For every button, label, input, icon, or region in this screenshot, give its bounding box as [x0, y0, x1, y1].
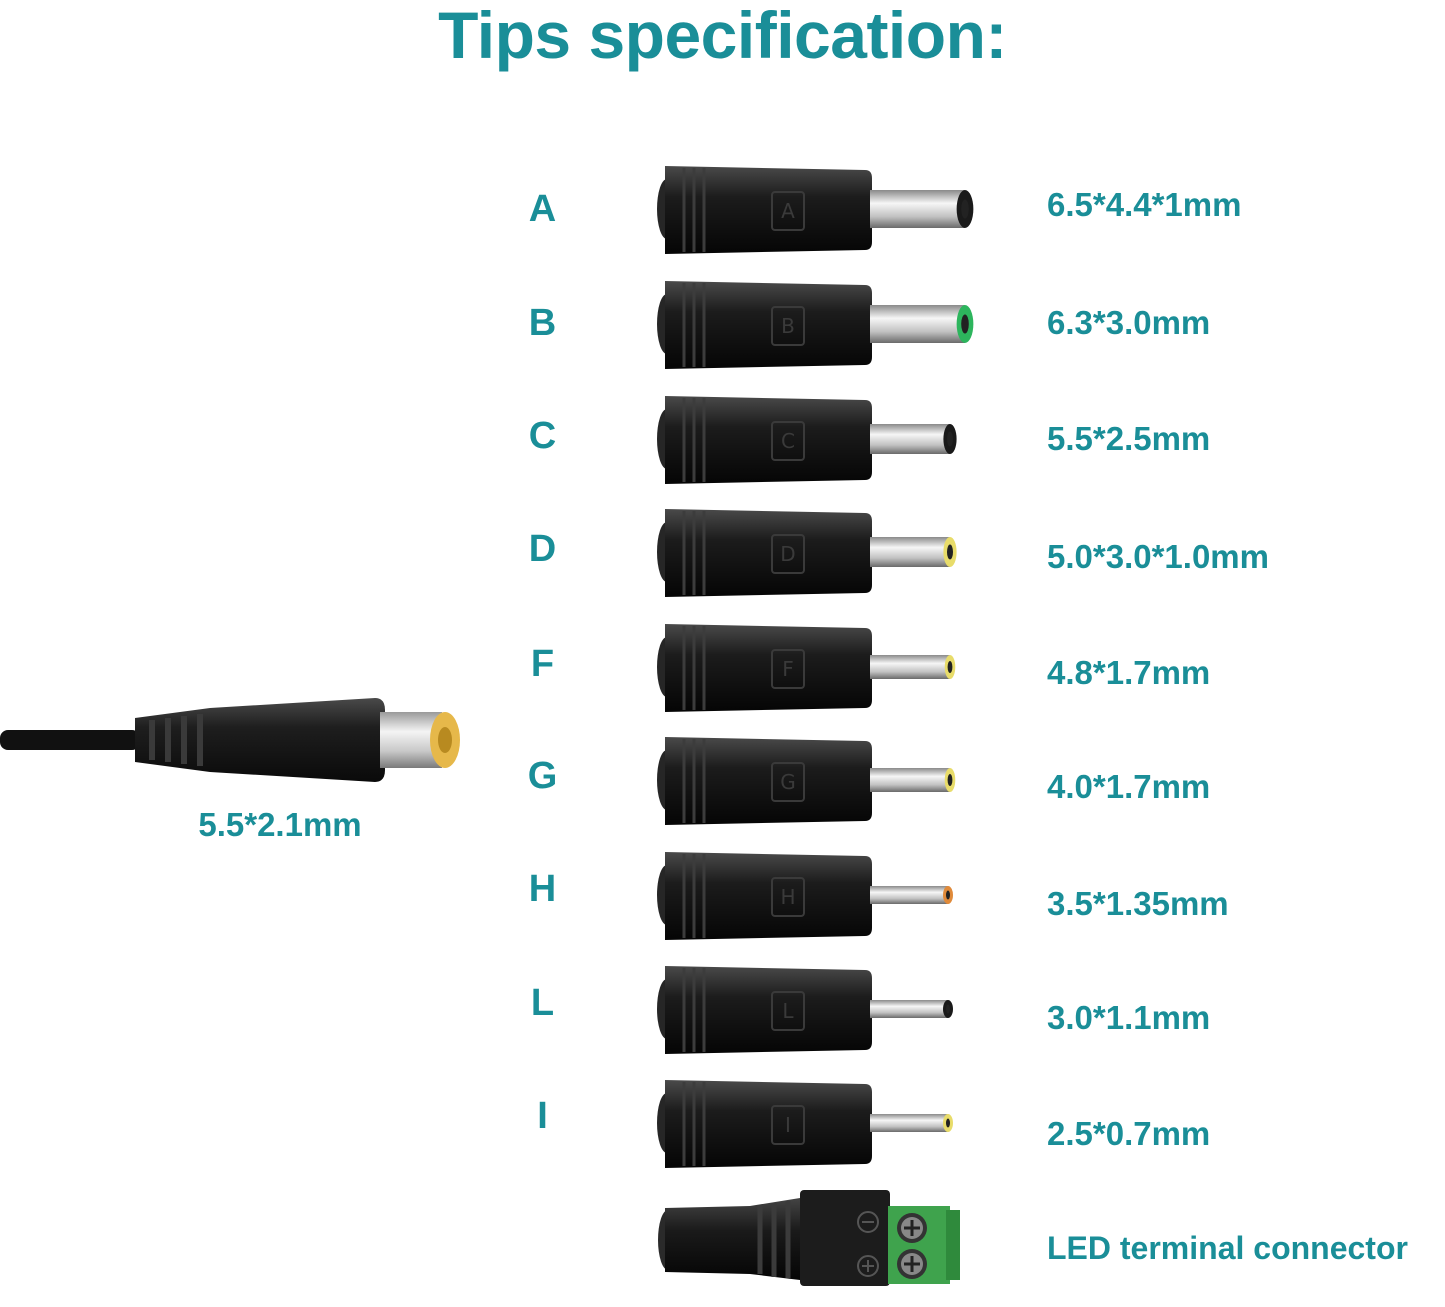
- svg-text:F: F: [782, 657, 794, 681]
- svg-text:L: L: [782, 999, 794, 1023]
- terminal-connector-label: LED terminal connector: [1047, 1230, 1408, 1266]
- tip-spec-label: 6.3*3.0mm: [1047, 304, 1211, 341]
- svg-text:B: B: [781, 314, 795, 338]
- tip-connector-image: H: [657, 852, 953, 940]
- tip-spec-label: 4.0*1.7mm: [1047, 768, 1211, 805]
- tip-connector-image: L: [657, 966, 953, 1054]
- tip-spec-label: 2.5*0.7mm: [1047, 1115, 1211, 1152]
- svg-text:D: D: [780, 542, 795, 566]
- tip-letter: B: [528, 302, 557, 344]
- tip-spec-label: 4.8*1.7mm: [1047, 654, 1211, 691]
- tip-connector-image: D: [657, 509, 957, 597]
- tip-spec-label: 6.5*4.4*1mm: [1047, 186, 1242, 223]
- tip-letter: C: [528, 415, 557, 457]
- tip-letter: H: [528, 868, 557, 910]
- tip-letter: A: [528, 188, 557, 230]
- tip-letter: F: [530, 643, 555, 685]
- tip-connector-image: G: [657, 737, 956, 825]
- tip-connector-image: C: [657, 396, 957, 484]
- tip-connector-image: F: [657, 624, 956, 712]
- tip-letter: D: [528, 528, 557, 570]
- page-title: Tips specification:: [438, 0, 1007, 72]
- main-plug-label: 5.5*2.1mm: [198, 806, 362, 843]
- tip-connector-image: A: [657, 166, 974, 254]
- main-plug-image: [0, 698, 460, 782]
- tip-spec-label: 3.0*1.1mm: [1047, 999, 1211, 1036]
- terminal-connector-image: [658, 1190, 960, 1286]
- tip-spec-label: 5.5*2.5mm: [1047, 420, 1211, 457]
- tip-connector-image: I: [657, 1080, 953, 1168]
- tip-connector-image: B: [657, 281, 974, 369]
- tip-letter: G: [527, 755, 558, 797]
- tip-spec-label: 5.0*3.0*1.0mm: [1047, 538, 1269, 575]
- svg-text:G: G: [780, 770, 796, 794]
- svg-text:I: I: [785, 1113, 791, 1137]
- tip-spec-label: 3.5*1.35mm: [1047, 885, 1229, 922]
- svg-text:C: C: [781, 429, 795, 453]
- tip-letter: L: [530, 982, 555, 1024]
- svg-text:A: A: [781, 199, 795, 223]
- svg-text:H: H: [780, 885, 795, 909]
- tip-letter: I: [537, 1095, 548, 1137]
